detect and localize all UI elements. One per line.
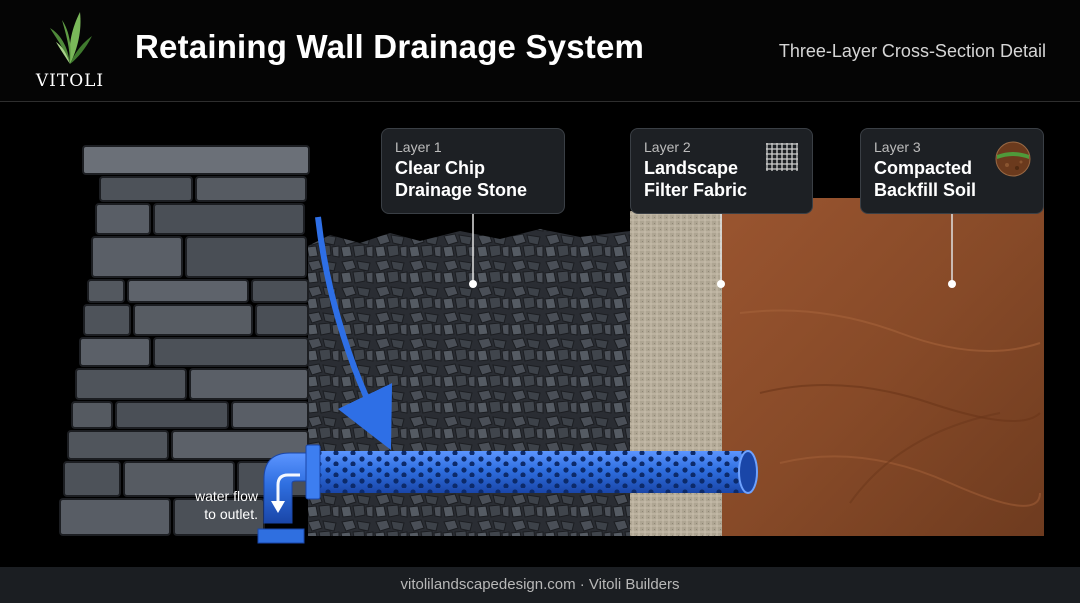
layer-2-name-line1: Landscape (644, 158, 739, 178)
page-title: Retaining Wall Drainage System (135, 28, 645, 65)
water-flow-label: water flow to outlet. (160, 487, 258, 523)
layer-3-name-line1: Compacted (874, 158, 973, 178)
callout-layer-3: Layer 3 Compacted Backfill Soil (860, 128, 1044, 214)
callout-layer-2: Layer 2 Landscape Filter Fabric (630, 128, 813, 214)
water-flow-label-line1: water flow (194, 488, 258, 504)
brand-name: VITOLI (35, 71, 105, 91)
mesh-icon (766, 143, 798, 171)
layer-1-name-line2: Drainage Stone (395, 180, 528, 200)
layer-3-name-line2: Backfill Soil (874, 180, 977, 200)
page-subtitle: Three-Layer Cross-Section Detail (778, 41, 1046, 61)
layer-2-label: Layer 2 (644, 139, 691, 155)
soil-layer (722, 198, 1044, 536)
cross-section-illustration (59, 145, 1044, 544)
layer-2-name-line2: Filter Fabric (644, 180, 748, 200)
stone-wall (59, 145, 310, 536)
soil-block-icon (995, 141, 1031, 177)
layer-1-name-line1: Clear Chip (395, 158, 486, 178)
layer-3-label: Layer 3 (874, 139, 921, 155)
layer-1-label: Layer 1 (395, 139, 442, 155)
callout-layer-1: Layer 1 Clear Chip Drainage Stone (381, 128, 565, 214)
footer: vitolilandscapedesign.com · Vitoli Build… (0, 567, 1080, 603)
header: VITOLI Retaining Wall Drainage System Th… (0, 0, 1080, 102)
water-flow-label-line2: to outlet. (204, 506, 258, 522)
footer-text[interactable]: vitolilandscapedesign.com · Vitoli Build… (400, 576, 680, 593)
water-flow-arrow (315, 216, 393, 451)
leaf-logo-icon (50, 12, 92, 64)
cross-section-diagram (0, 103, 1080, 567)
brand-logo[interactable]: VITOLI (28, 8, 112, 94)
